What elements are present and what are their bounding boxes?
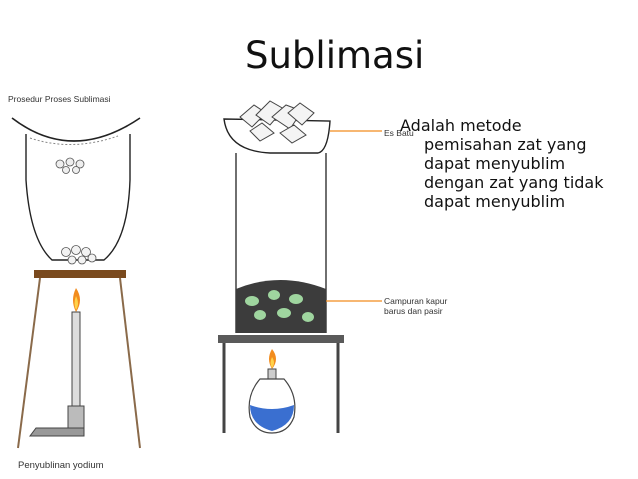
- definition-line: pemisahan zat yang: [424, 135, 587, 154]
- slide-title: Sublimasi: [245, 34, 425, 77]
- label-mixture-line1: Campuran kapur: [384, 296, 448, 306]
- definition-line: dapat menyublim: [424, 154, 566, 173]
- tripod-top: [34, 270, 126, 278]
- beaker: [25, 134, 131, 261]
- iodine-crystals: [61, 245, 97, 265]
- right-sublimation-illustration: [218, 100, 382, 434]
- definition-text: Adalah metode pemisahan zat yang dapat m…: [400, 116, 632, 211]
- camphor-sand-mixture: [236, 280, 326, 333]
- ice-cubes: [239, 100, 315, 144]
- definition-line: Adalah metode: [400, 116, 522, 135]
- definition-line: dengan zat yang tidak: [424, 173, 604, 192]
- left-figure-caption: Penyublinan yodium: [18, 460, 104, 471]
- definition-line: dapat menyublim: [424, 192, 566, 211]
- camphor-pieces: [245, 290, 314, 322]
- bunsen-burner: [71, 311, 81, 413]
- label-mixture-line2: barus dan pasir: [384, 306, 443, 316]
- label-ice: Es Batu: [384, 128, 414, 138]
- ice-bowl: [223, 118, 331, 154]
- left-figure-title: Prosedur Proses Sublimasi: [8, 94, 111, 104]
- table-top: [218, 335, 344, 343]
- left-sublimation-illustration: [11, 117, 141, 449]
- crystals-top: [55, 157, 85, 174]
- watch-glass: [11, 117, 141, 142]
